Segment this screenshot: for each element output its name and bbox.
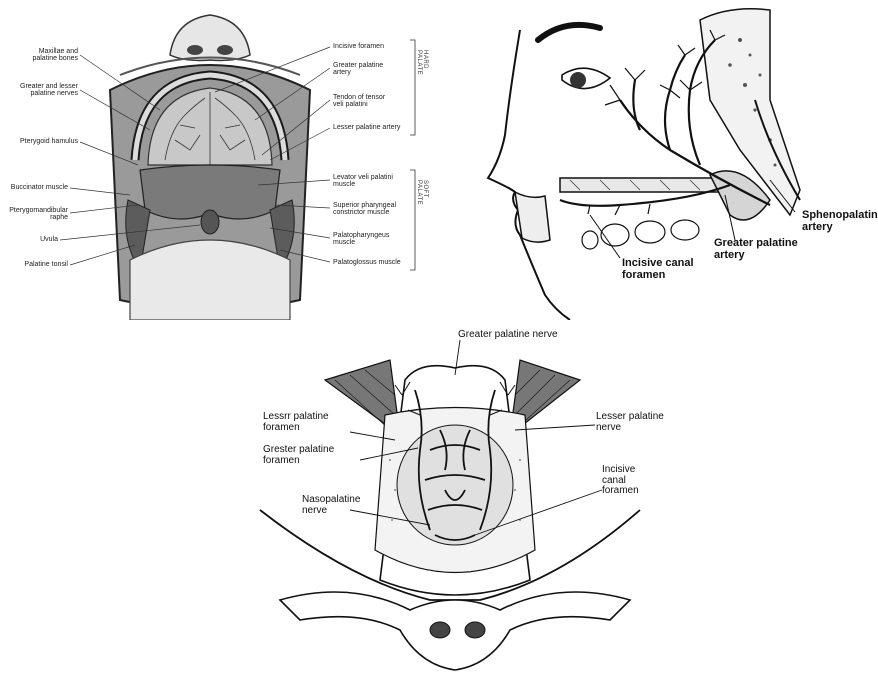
label-incisive-foramen: Incisive foramen [333,43,384,50]
label-lesser-palatine-artery: Lesser palatine artery [333,124,400,131]
label-uvula: Uvula [40,236,58,243]
label-palatopharyngeus-muscle: Palatopharyngeus muscle [333,232,389,247]
label-nasopalatine-nerve: Nasopalatine nerve [302,495,360,516]
label-greater-palatine-foramen: Grester palatine foramen [263,445,334,466]
label-pterygomandibular-raphe: Pterygomandibular raphe [9,207,68,222]
label-buccinator-muscle: Buccinator muscle [11,184,68,191]
label-greater-palatine-nerve: Greater palatine nerve [458,330,558,341]
label-superior-pharyngeal-constrictor: Superior pharyngeal constrictor muscle [333,202,396,217]
label-greater-lesser-palatine-nerves: Greater and lesser palatine nerves [20,83,78,98]
label-lesser-palatine-foramen: Lessrr palatine foramen [263,412,329,433]
bracket-label-hard-palate: HARD PALATE [416,50,428,75]
palate-inferior-view-panel: Maxillae and palatine bones Greater and … [0,0,440,320]
label-maxillae-palatine-bones: Maxillae and palatine bones [32,48,78,63]
lateral-arterial-view-panel: Sphenopalatine artery Greater palatine a… [470,0,878,320]
label-pterygoid-hamulus: Pterygoid hamulus [20,138,78,145]
bracket-label-soft-palate: SOFT PALATE [416,180,428,205]
label-sphenopalatine-artery: Sphenopalatine artery [802,210,878,233]
label-tendon-tensor-veli-palatini: Tendon of tensor veli palatini [333,94,385,109]
label-greater-palatine-artery-lateral: Greater palatine artery [714,238,798,261]
label-levator-veli-palatini: Levator veli palatini muscle [333,174,393,189]
label-greater-palatine-artery: Greater palatine artery [333,62,383,77]
label-incisive-canal-foramen-lateral: Incisive canal foramen [622,258,694,281]
palatal-nerves-panel: Greater palatine nerve Lessrr palatine f… [230,320,670,681]
label-palatoglossus-muscle: Palatoglossus muscle [333,259,401,266]
label-lesser-palatine-nerve: Lesser palatine nerve [596,412,664,433]
label-palatine-tonsil: Palatine tonsil [24,261,68,268]
label-incisive-canal-foramen: Incisive canal foramen [602,465,639,497]
palatal-nerves-illustration [230,320,670,681]
